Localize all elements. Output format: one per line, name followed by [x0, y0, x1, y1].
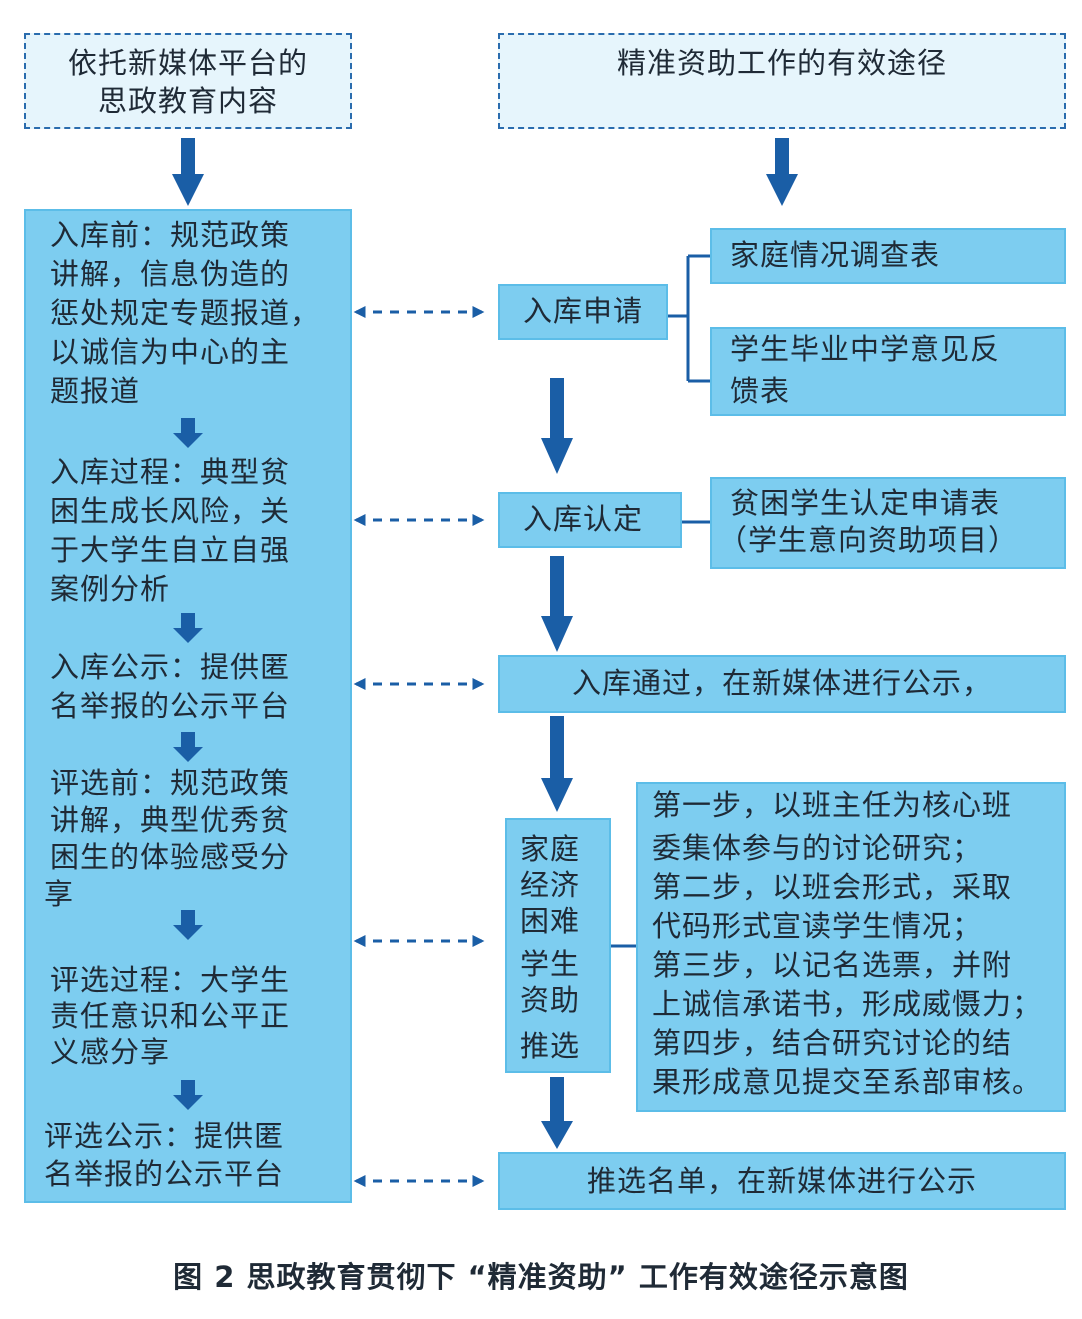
- flow-arrow-select-to-list: [541, 1077, 573, 1149]
- header-left-down-arrow: [172, 138, 204, 206]
- form-family-survey-label: 家庭情况调查表: [730, 238, 941, 272]
- form-school-feedback-line-2: 馈表: [730, 374, 791, 408]
- stage-5-line-2: 责任意识和公平正: [50, 999, 291, 1033]
- step-confirm-label: 入库认定: [522, 502, 643, 536]
- stage-6-line-2: 名举报的公示平台: [44, 1157, 285, 1191]
- form-school-feedback-line-1: 学生毕业中学意见反: [730, 332, 1001, 366]
- procedure-line-2: 委集体参与的讨论研究；: [652, 831, 983, 865]
- step-select-line-4: 学生: [520, 947, 581, 981]
- procedure-line-1: 第一步，以班主任为核心班: [652, 788, 1013, 822]
- flow-arrow-confirm-to-publicize: [541, 556, 573, 652]
- procedure-line-5: 第三步，以记名选票，并附: [652, 948, 1013, 982]
- left-arrow-4: [173, 910, 203, 940]
- stage-1-line-5: 题报道: [50, 374, 141, 408]
- stage-4-line-1: 评选前：规范政策: [50, 766, 291, 800]
- stage-1-line-2: 讲解，信息伪造的: [50, 257, 291, 291]
- step-list-box: [498, 1152, 1066, 1210]
- step-select-line-3: 困难: [520, 904, 581, 938]
- procedure-line-6: 上诚信承诺书，形成威慑力；: [652, 987, 1043, 1021]
- procedure-line-4: 代码形式宣读学生情况；: [652, 909, 983, 943]
- header-left-line-1: 依托新媒体平台的: [67, 46, 308, 80]
- step-apply-box: [498, 284, 668, 340]
- flow-arrow-apply-to-confirm: [541, 378, 573, 474]
- header-right-box: [498, 33, 1066, 129]
- step-select-box: [505, 818, 611, 1073]
- step-apply-label: 入库申请: [522, 294, 643, 328]
- figure-caption: 图 2 思政教育贯彻下 “精准资助” 工作有效途径示意图: [173, 1260, 909, 1294]
- step-list-label: 推选名单，在新媒体进行公示: [586, 1164, 977, 1198]
- form-school-feedback-box: [710, 327, 1066, 416]
- stage-1-line-1: 入库前：规范政策: [50, 218, 291, 252]
- stage-5-line-3: 义感分享: [50, 1035, 171, 1069]
- form-poverty-box: [710, 477, 1066, 569]
- header-left-line-2: 思政教育内容: [97, 84, 278, 118]
- step-select-line-2: 经济: [520, 868, 581, 902]
- step-select-line-1: 家庭: [520, 832, 581, 866]
- form-poverty-line-2: （学生意向资助项目）: [718, 523, 1019, 557]
- stage-5-line-1: 评选过程：大学生: [50, 963, 291, 997]
- stage-4-line-4: 享: [44, 877, 75, 911]
- step-publicize-label: 入库通过，在新媒体进行公示，: [571, 666, 992, 700]
- left-arrow-2: [173, 613, 203, 643]
- left-arrow-1: [173, 418, 203, 448]
- bracket-apply-forms: [668, 254, 710, 383]
- stage-2-line-2: 困生成长风险，关: [50, 494, 291, 528]
- step-confirm-box: [498, 492, 682, 548]
- stage-4-line-2: 讲解，典型优秀贫: [50, 803, 291, 837]
- stage-6-line-1: 评选公示：提供匿: [44, 1119, 285, 1153]
- stage-1-line-3: 惩处规定专题报道，: [50, 296, 321, 330]
- stage-2-line-3: 于大学生自立自强: [50, 533, 291, 567]
- step-select-line-6: 推选: [520, 1029, 581, 1063]
- stage-4-line-3: 困生的体验感受分: [50, 840, 291, 874]
- stage-2-line-1: 入库过程：典型贫: [50, 455, 291, 489]
- header-right-title: 精准资助工作的有效途径: [616, 46, 947, 80]
- left-arrow-3: [173, 732, 203, 762]
- procedure-line-7: 第四步，结合研究讨论的结: [652, 1026, 1013, 1060]
- step-select-line-5: 资助: [520, 983, 581, 1017]
- form-family-survey-box: [710, 228, 1066, 284]
- step-publicize-box: [498, 655, 1066, 713]
- left-arrow-5: [173, 1080, 203, 1110]
- left-content-column: [24, 209, 352, 1203]
- stage-3-line-1: 入库公示：提供匿: [50, 650, 291, 684]
- header-left-box: [24, 33, 352, 129]
- procedure-box: [636, 782, 1066, 1112]
- procedure-line-8: 果形成意见提交至系部审核。: [652, 1065, 1043, 1099]
- flow-arrow-publicize-to-select: [541, 716, 573, 812]
- header-right-down-arrow: [766, 138, 798, 206]
- form-poverty-line-1: 贫困学生认定申请表: [730, 486, 1001, 520]
- stage-2-line-4: 案例分析: [50, 572, 171, 606]
- procedure-line-3: 第二步，以班会形式，采取: [652, 870, 1013, 904]
- stage-3-line-2: 名举报的公示平台: [50, 689, 291, 723]
- stage-1-line-4: 以诚信为中心的主: [50, 335, 291, 369]
